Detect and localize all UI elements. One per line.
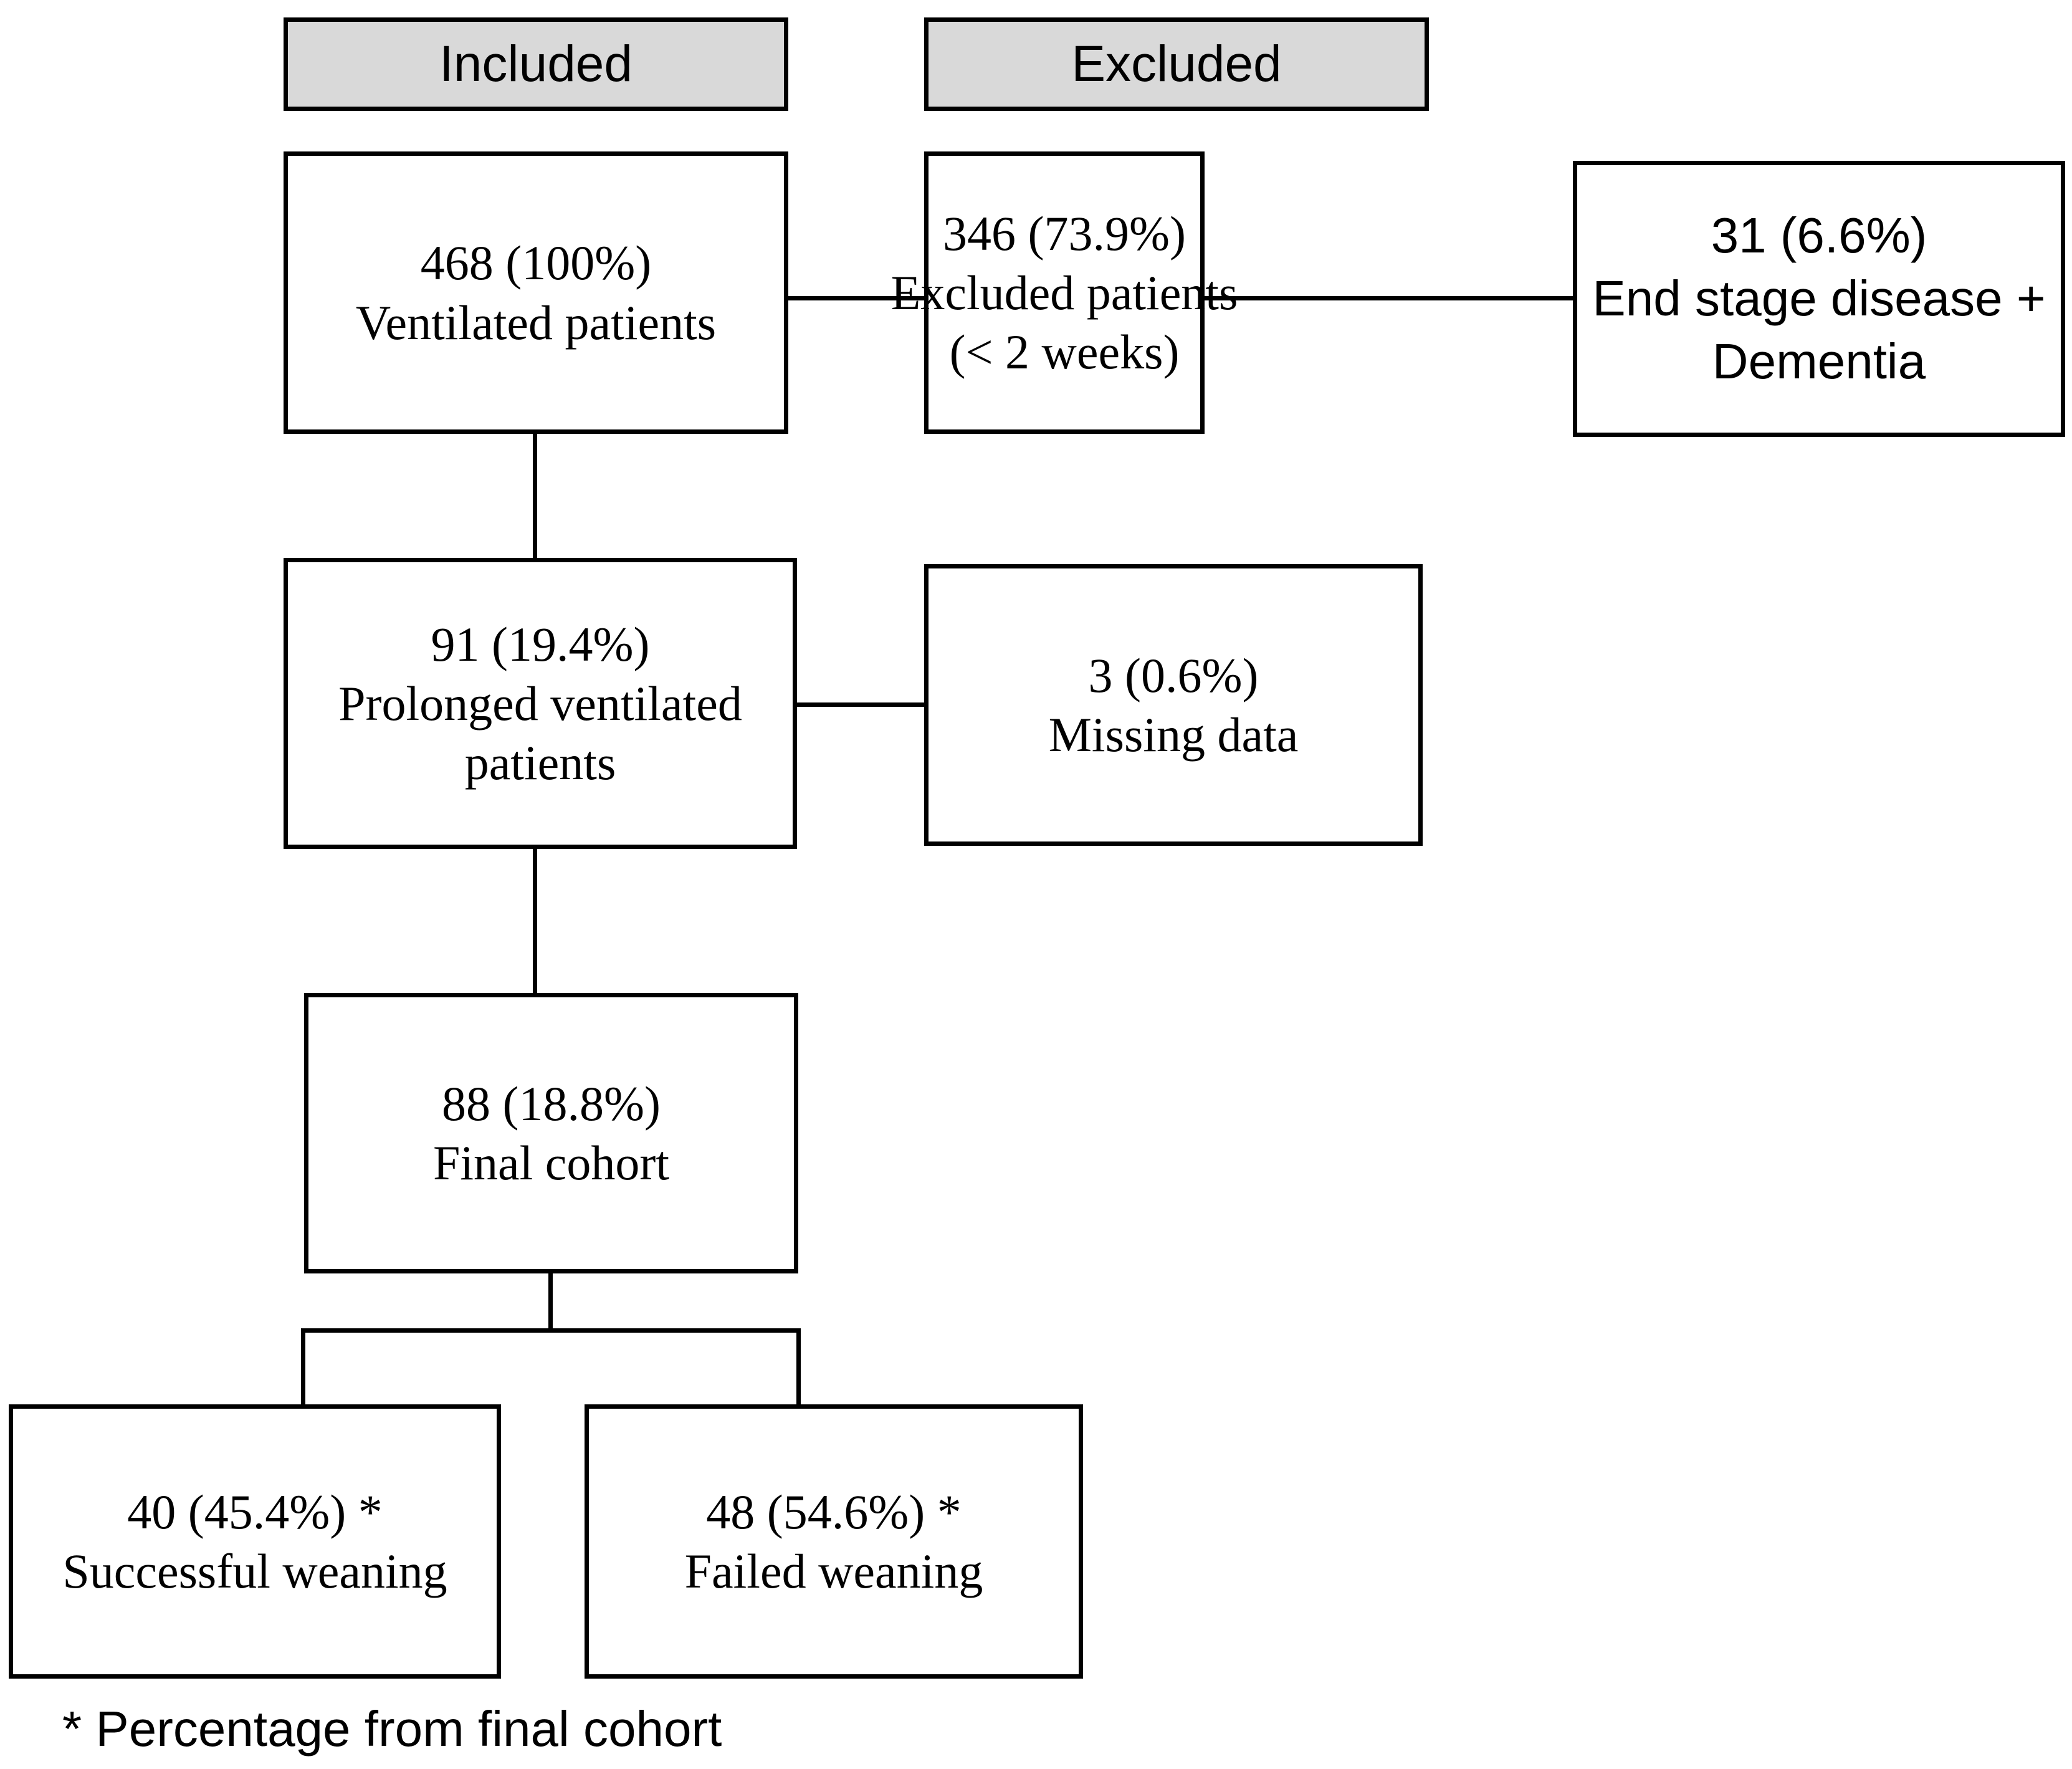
node-successful-label: Successful weaning xyxy=(62,1544,447,1598)
node-missing-count: 3 (0.6%) xyxy=(1088,648,1259,702)
header-included: Included xyxy=(284,17,788,111)
node-ventilated-count: 468 (100%) xyxy=(420,236,652,290)
node-ventilated-label: Ventilated patients xyxy=(355,295,717,350)
node-endstage-label: End stage disease + xyxy=(1592,271,2046,327)
node-endstage-count: 31 (6.6%) xyxy=(1711,208,1927,264)
node-excluded-label: Excluded patients xyxy=(890,265,1238,320)
node-failed-count: 48 (54.6%) * xyxy=(706,1484,962,1539)
node-final-cohort: 88 (18.8%) Final cohort xyxy=(304,993,798,1273)
connector-excluded-to-endstage xyxy=(1200,296,1577,300)
header-excluded-label: Excluded xyxy=(1071,36,1282,92)
footnote-percentage-note: * Percentage from final cohort xyxy=(62,1700,722,1758)
node-ventilated-patients: 468 (100%) Ventilated patients xyxy=(284,151,788,434)
node-endstage-detail: Dementia xyxy=(1712,333,1926,389)
node-successful-weaning: 40 (45.4%) * Successful weaning xyxy=(9,1404,501,1679)
node-successful-count: 40 (45.4%) * xyxy=(127,1484,383,1539)
connector-split-bar xyxy=(301,1328,801,1333)
node-prolonged-detail: patients xyxy=(464,736,616,790)
connector-ventilated-to-prolonged xyxy=(533,430,537,561)
footnote-text: * Percentage from final cohort xyxy=(62,1701,722,1757)
node-failed-weaning: 48 (54.6%) * Failed weaning xyxy=(585,1404,1083,1679)
connector-to-successful-weaning xyxy=(301,1328,305,1408)
node-failed-label: Failed weaning xyxy=(684,1544,983,1598)
node-finalcohort-label: Final cohort xyxy=(432,1136,670,1190)
header-excluded: Excluded xyxy=(924,17,1429,111)
header-included-label: Included xyxy=(439,36,633,92)
node-end-stage-disease: 31 (6.6%) End stage disease + Dementia xyxy=(1573,161,2065,437)
connector-finalcohort-stub xyxy=(548,1269,553,1333)
node-excluded-detail: (< 2 weeks) xyxy=(949,325,1180,380)
node-missing-label: Missing data xyxy=(1048,707,1299,762)
node-missing-data: 3 (0.6%) Missing data xyxy=(924,564,1423,846)
connector-to-failed-weaning xyxy=(796,1328,801,1408)
node-excluded-patients: 346 (73.9%) Excluded patients (< 2 weeks… xyxy=(891,151,1238,434)
node-prolonged-label: Prolonged ventilated xyxy=(338,676,742,731)
connector-prolonged-to-missing xyxy=(793,702,927,707)
node-prolonged-count: 91 (19.4%) xyxy=(431,616,650,671)
connector-ventilated-to-excluded xyxy=(784,296,927,300)
node-prolonged-ventilated: 91 (19.4%) Prolonged ventilated patients xyxy=(284,558,797,849)
node-excluded-count: 346 (73.9%) xyxy=(943,206,1186,261)
connector-prolonged-to-finalcohort xyxy=(533,846,537,996)
node-finalcohort-count: 88 (18.8%) xyxy=(442,1076,661,1131)
